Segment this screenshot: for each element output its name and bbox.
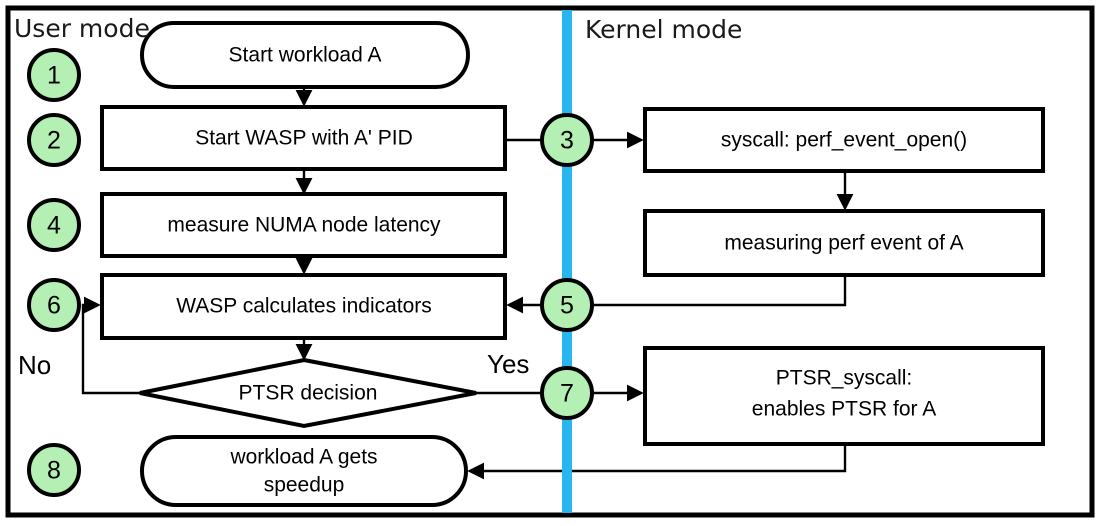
measuring-perf-shape xyxy=(643,209,1045,277)
badge-5-label: 5 xyxy=(560,292,574,320)
wasp-calculates-label: WASP calculates indicators xyxy=(176,295,432,318)
edge-ptsr-syscall-to-speedup xyxy=(467,444,847,480)
node-ptsr-syscall[interactable]: PTSR_syscall: enables PTSR for A xyxy=(643,346,1045,446)
branch-label-no: No xyxy=(18,350,51,380)
badge-7[interactable]: 7 xyxy=(540,366,594,420)
node-wasp-calculates[interactable]: WASP calculates indicators xyxy=(100,273,507,340)
badge-1[interactable]: 1 xyxy=(27,48,81,102)
workload-speedup-label-line1: workload A gets xyxy=(229,446,377,469)
region-label-user-mode: User mode xyxy=(14,14,150,43)
badge-7-circle xyxy=(540,366,594,420)
node-perf-event-open[interactable]: syscall: perf_event_open() xyxy=(643,107,1045,173)
badge-4[interactable]: 4 xyxy=(27,198,81,252)
node-measure-latency[interactable]: measure NUMA node latency xyxy=(100,192,507,258)
ptsr-syscall-label-line1: PTSR_syscall: xyxy=(776,367,913,390)
badge-2-circle xyxy=(27,113,81,167)
badge-5-circle xyxy=(540,278,594,332)
measuring-perf-label: measuring perf event of A xyxy=(724,232,963,255)
workload-speedup-label-line2: speedup xyxy=(264,474,345,497)
wasp-calculates-shape xyxy=(100,273,507,340)
node-start-workload[interactable]: Start workload A xyxy=(140,21,470,89)
branch-label-yes: Yes xyxy=(487,349,529,379)
badge-7-label: 7 xyxy=(560,380,574,408)
badge-8-label: 8 xyxy=(47,457,61,485)
node-workload-speedup[interactable]: workload A gets speedup xyxy=(140,435,468,507)
ptsr-syscall-shape xyxy=(643,346,1045,446)
badge-1-label: 1 xyxy=(47,62,61,90)
badge-6[interactable]: 6 xyxy=(27,278,81,332)
badge-5[interactable]: 5 xyxy=(540,278,594,332)
node-measuring-perf[interactable]: measuring perf event of A xyxy=(643,209,1045,277)
badge-8-circle xyxy=(27,443,81,497)
start-wasp-shape xyxy=(100,105,507,171)
edge-measuring-to-badge5 xyxy=(590,275,847,307)
workload-speedup-shape xyxy=(140,435,468,507)
measure-latency-label: measure NUMA node latency xyxy=(167,214,441,237)
badge-2[interactable]: 2 xyxy=(27,113,81,167)
perf-event-open-label: syscall: perf_event_open() xyxy=(721,129,967,152)
edges-layer xyxy=(81,87,854,480)
badge-6-label: 6 xyxy=(47,292,61,320)
badge-3-label: 3 xyxy=(560,127,574,155)
node-ptsr-decision[interactable]: PTSR decision xyxy=(139,357,477,429)
badge-6-circle xyxy=(27,278,81,332)
start-workload-shape xyxy=(140,21,470,89)
ptsr-decision-shape xyxy=(139,357,477,429)
edge-decision-no-loop xyxy=(81,296,140,395)
ptsr-syscall-label-line2: enables PTSR for A xyxy=(752,398,936,421)
node-start-wasp[interactable]: Start WASP with A' PID xyxy=(100,105,507,171)
badge-4-label: 4 xyxy=(47,212,61,240)
badge-3-circle xyxy=(540,113,594,167)
start-wasp-label: Start WASP with A' PID xyxy=(195,127,413,150)
badge-2-label: 2 xyxy=(47,127,61,155)
badge-4-circle xyxy=(27,198,81,252)
measure-latency-shape xyxy=(100,192,507,258)
ptsr-decision-label: PTSR decision xyxy=(239,382,378,405)
perf-event-open-shape xyxy=(643,107,1045,173)
badge-8[interactable]: 8 xyxy=(27,443,81,497)
diagram-frame xyxy=(5,5,1095,518)
badge-3[interactable]: 3 xyxy=(540,113,594,167)
badge-1-circle xyxy=(27,48,81,102)
start-workload-label: Start workload A xyxy=(229,44,382,67)
region-label-kernel-mode: Kernel mode xyxy=(585,15,742,44)
